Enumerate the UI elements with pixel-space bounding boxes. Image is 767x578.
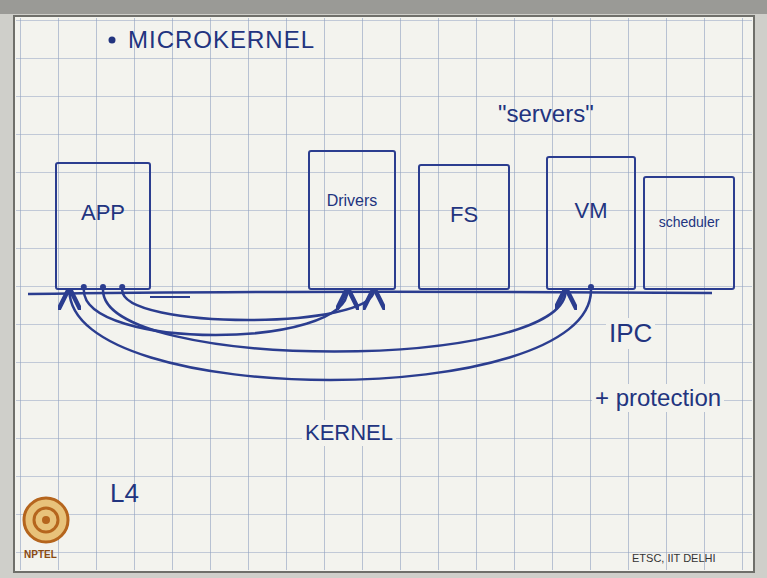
box-label: scheduler <box>659 214 720 230</box>
protection-note: + protection <box>592 384 724 412</box>
nptel-logo <box>24 498 68 542</box>
kernel-boundary-line <box>28 292 712 294</box>
paper-sheet <box>14 16 754 572</box>
board-frame <box>0 0 767 14</box>
box-label: VM <box>575 198 608 224</box>
servers-note: "servers" <box>498 100 594 128</box>
ipc-arrow <box>122 290 374 320</box>
application-box: APP <box>55 162 151 290</box>
server-box: FS <box>418 164 510 290</box>
box-label: APP <box>81 200 125 226</box>
l4-note: L4 <box>110 478 139 509</box>
watermark: ETSC, IIT DELHI <box>632 552 716 564</box>
grid <box>16 18 752 570</box>
diagram-title: MICROKERNEL <box>128 26 315 54</box>
ipc-arrow <box>69 290 591 380</box>
server-box: VM <box>546 156 636 290</box>
server-box: scheduler <box>643 176 735 290</box>
server-box: Drivers <box>308 150 396 290</box>
box-label: FS <box>450 202 478 228</box>
logo-text: NPTEL <box>24 549 57 560</box>
box-label: Drivers <box>327 192 378 210</box>
bullet-dot <box>109 37 116 44</box>
ipc-note: IPC <box>606 318 655 349</box>
ipc-arrow <box>103 290 566 352</box>
kernel-label: KERNEL <box>302 420 396 446</box>
boundary-stroke <box>150 296 190 298</box>
